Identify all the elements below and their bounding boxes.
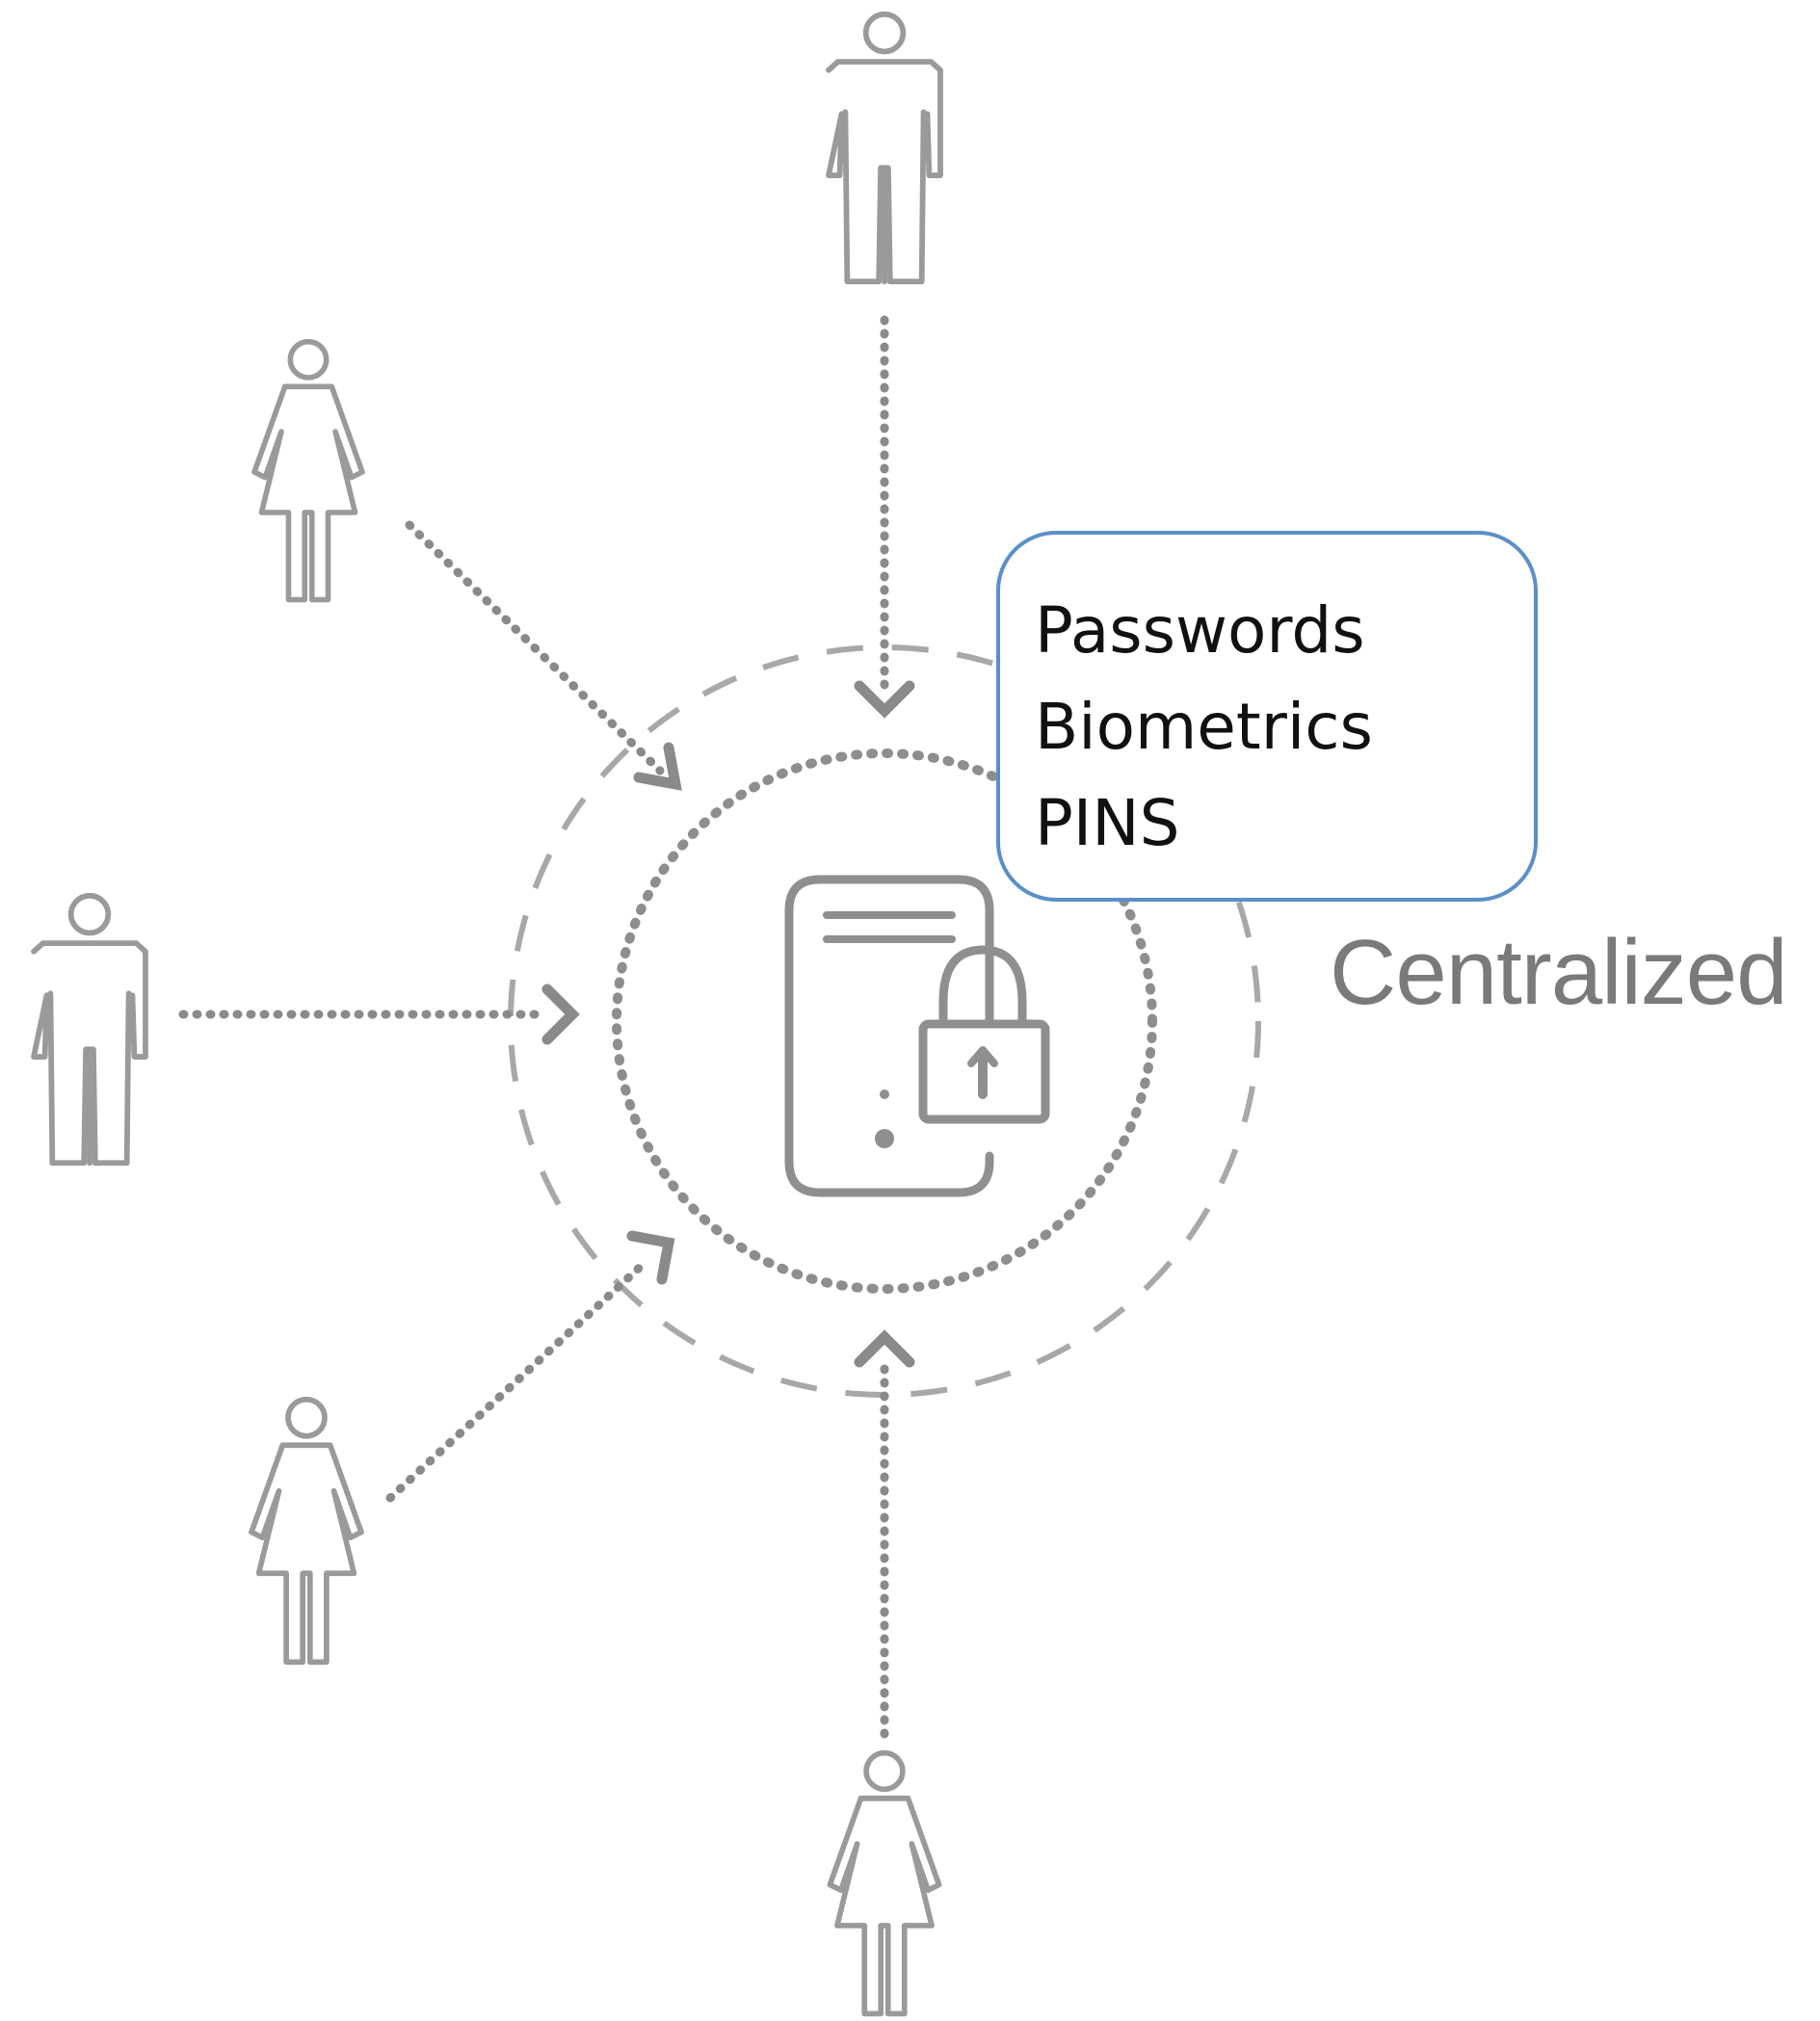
connector-upper-left <box>405 520 682 791</box>
person-icon <box>254 342 362 600</box>
person-icon <box>34 896 145 1163</box>
connector-left <box>178 984 580 1045</box>
inner-dotted-ring <box>612 748 1157 1294</box>
connector-bottom <box>854 1329 915 1739</box>
person-icon <box>829 14 940 281</box>
callout-item-biometrics: Biometrics <box>1035 690 1373 764</box>
connector-lower-left <box>385 1230 675 1503</box>
person-icon <box>830 1753 938 2014</box>
callout-item-passwords: Passwords <box>1035 593 1365 668</box>
padlock-icon <box>918 945 1050 1124</box>
credentials-callout: Passwords Biometrics PINS <box>996 531 1538 902</box>
centralized-caption: Centralized <box>1330 921 1788 1024</box>
person-icon <box>251 1400 361 1663</box>
outer-dashed-ring <box>508 644 1261 1398</box>
server-icon <box>784 875 994 1197</box>
callout-item-pins: PINS <box>1035 786 1180 860</box>
connector-top <box>854 315 915 719</box>
